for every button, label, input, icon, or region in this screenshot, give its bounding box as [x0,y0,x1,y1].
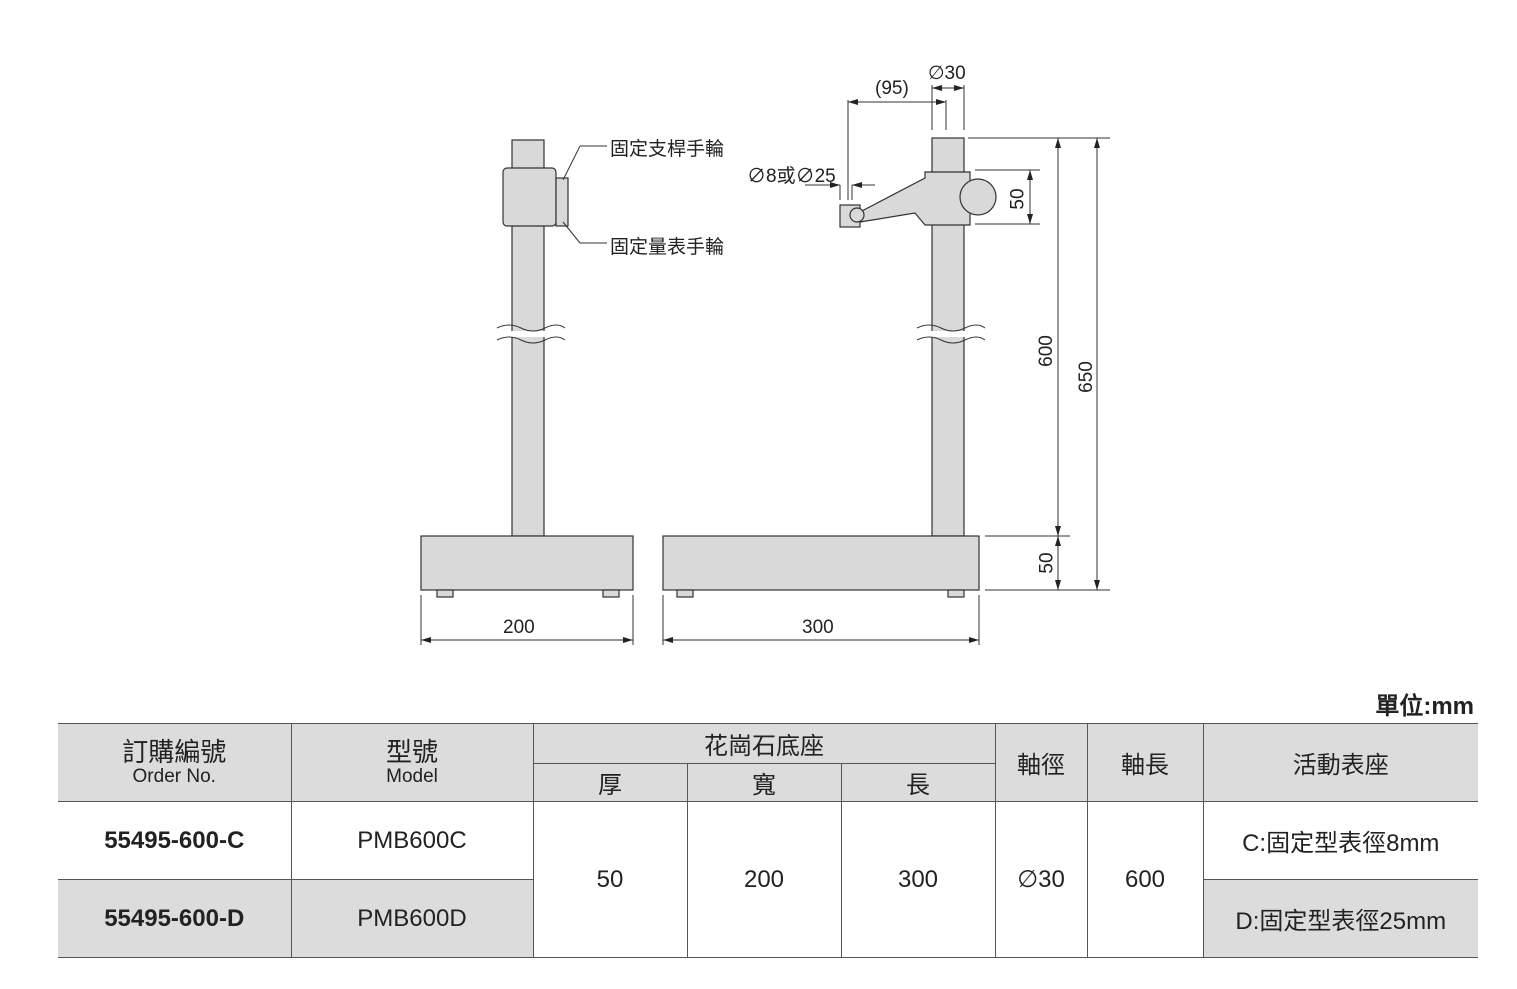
dim-base-width: 200 [503,617,535,638]
knob [959,178,997,216]
order-no: 55495-600-C [58,801,292,880]
header-shaft-len: 軸長 [1086,723,1204,802]
header-length: 長 [840,763,996,802]
length: 300 [840,801,996,958]
callout-fix-post-wheel: 固定支桿手輪 [610,139,725,160]
thick: 50 [532,801,688,958]
header-stand: 活動表座 [1202,723,1479,802]
order-no: 55495-600-D [58,879,292,958]
shaft-len: 600 [1086,801,1204,958]
header-granite: 花崗石底座 [532,723,996,764]
stand: D:固定型表徑25mm [1202,879,1479,958]
stand-drawing [420,85,1110,645]
arm [859,171,971,226]
dim-post-600: 600 [1035,335,1057,367]
header-shaft-dia: 軸徑 [994,723,1088,802]
model: PMB600D [290,879,534,958]
dim-clamp-height: 50 [1007,188,1029,210]
unit-label: 單位:mm [1375,693,1474,720]
dim-holder-diameter: ∅8或∅25 [747,166,836,187]
callout-fix-gauge-wheel: 固定量表手輪 [610,237,725,258]
dim-offset: (95) [875,78,909,99]
left-base [420,535,634,591]
stand: C:固定型表徑8mm [1202,801,1479,880]
dim-total-650: 650 [1075,361,1097,393]
header-thick: 厚 [533,763,688,802]
right-base [662,535,980,591]
left-clamp [502,167,557,227]
header-width: 寬 [686,763,842,802]
width: 200 [686,801,842,958]
dim-post-diameter: ∅30 [928,63,966,84]
table-row: 55495-600-C PMB600C 50 200 300 ∅30 600 C… [58,801,1479,958]
dim-base-50: 50 [1036,552,1058,574]
model: PMB600C [290,801,534,880]
shaft-dia: ∅30 [994,801,1088,958]
table-row: 55495-600-D PMB600D D:固定型表徑25mm [58,879,1479,958]
dim-base-length: 300 [802,617,834,638]
